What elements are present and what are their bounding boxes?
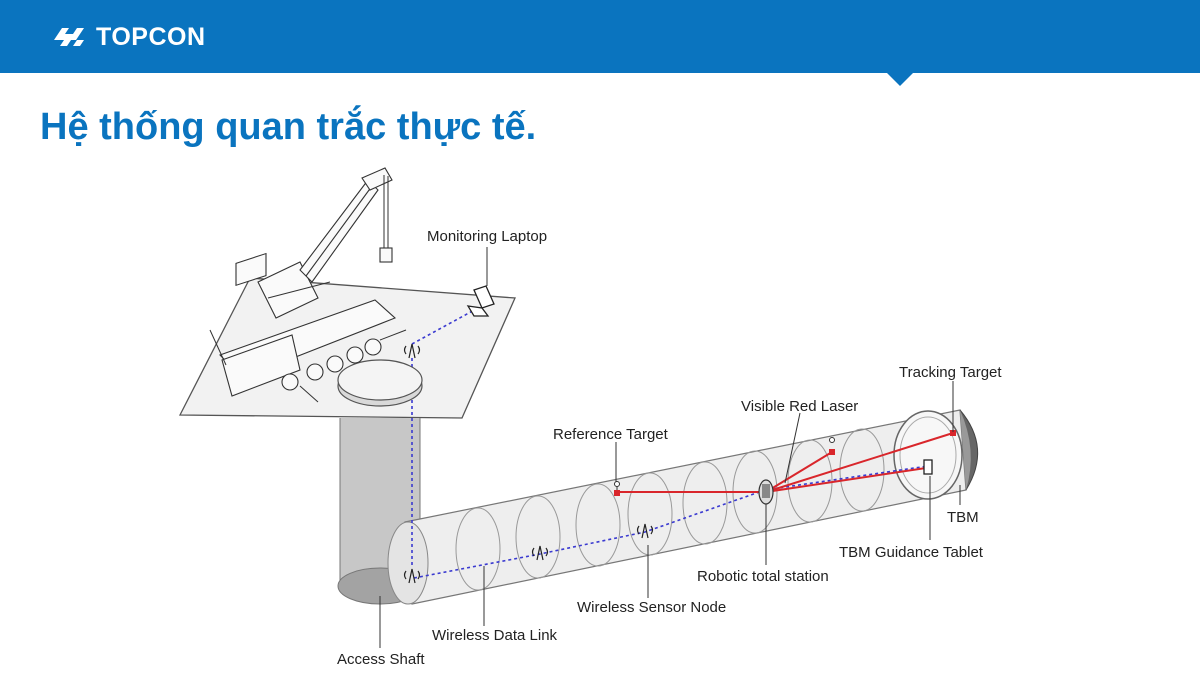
topcon-logo-icon (54, 28, 84, 46)
laser-target (829, 437, 835, 455)
tbm-guidance-tablet (923, 459, 933, 475)
laser-lines (617, 432, 954, 493)
robotic-total-station (758, 479, 774, 505)
header-bar: TOPCON (0, 0, 1200, 73)
logo-text: TOPCON (96, 23, 206, 51)
laptop-icon (466, 285, 495, 317)
label-access-shaft: Access Shaft (337, 651, 425, 668)
crane-icon (209, 167, 407, 403)
label-tbm: TBM (947, 509, 979, 526)
wireless-sensor-node-icon (403, 343, 654, 584)
tracking-target (950, 430, 956, 436)
header-notch (886, 72, 914, 86)
label-wireless-data-link: Wireless Data Link (432, 627, 558, 644)
label-wireless-sensor-node: Wireless Sensor Node (577, 599, 726, 616)
label-visible-red-laser: Visible Red Laser (741, 398, 858, 415)
wireless-data-link-path (411, 307, 929, 579)
label-reference-target: Reference Target (553, 426, 669, 443)
topcon-logo[interactable]: TOPCON (52, 24, 206, 50)
monitoring-system-diagram: Monitoring Laptop Tracking Target Visibl… (178, 167, 1002, 668)
label-monitoring-laptop: Monitoring Laptop (427, 228, 547, 245)
label-tbm-guidance-tablet: TBM Guidance Tablet (839, 544, 984, 561)
reference-target (614, 481, 620, 496)
label-tracking-target: Tracking Target (899, 364, 1002, 381)
shaft-cover (337, 359, 423, 407)
page-title: Hệ thống quan trắc thực tế. (40, 106, 537, 148)
leader-lines (379, 247, 961, 648)
label-robotic-total-station: Robotic total station (697, 568, 829, 585)
tunnel (387, 409, 979, 605)
